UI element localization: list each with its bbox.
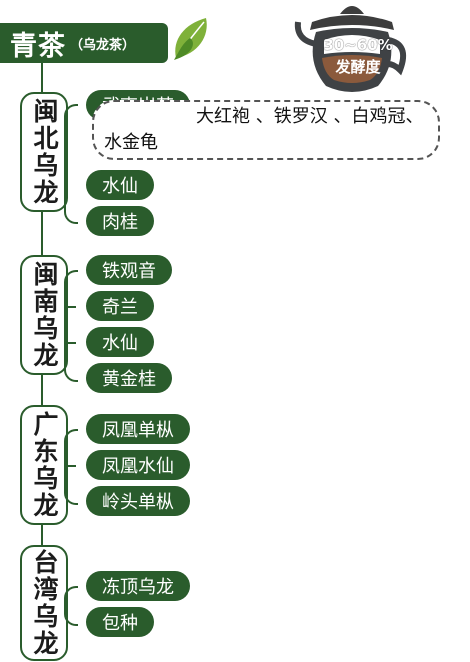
item-baozhong[interactable]: 包种	[86, 607, 154, 637]
item-tieguanyin[interactable]: 铁观音	[86, 255, 172, 285]
item-shuixian[interactable]: 水仙	[86, 170, 154, 200]
region-label: 广东乌龙	[30, 411, 59, 519]
region-minnan: 闽南乌龙	[20, 255, 68, 375]
item-huangjingui[interactable]: 黄金桂	[86, 363, 172, 393]
note-text: 大红袍 、铁罗汉 、白鸡冠、水金龟	[104, 106, 424, 153]
region-label: 台湾乌龙	[30, 549, 59, 657]
tick	[64, 342, 76, 344]
tick	[64, 465, 76, 467]
item-lingtou-dancong[interactable]: 岭头单枞	[86, 486, 190, 516]
region-label: 闽北乌龙	[30, 98, 59, 206]
region-label: 闽南乌龙	[30, 261, 59, 369]
item-shuixian-minnan[interactable]: 水仙	[86, 327, 154, 357]
item-rougui[interactable]: 肉桂	[86, 206, 154, 236]
region-minbei: 闽北乌龙	[20, 92, 68, 212]
bracket-guangdong	[64, 429, 78, 505]
note-box	[92, 100, 440, 160]
bracket-taiwan	[64, 586, 78, 626]
region-guangdong: 广东乌龙	[20, 405, 68, 525]
item-dongding-wulong[interactable]: 冻顶乌龙	[86, 571, 190, 601]
item-fenghuang-dancong[interactable]: 凤凰单枞	[86, 414, 190, 444]
tea-leaf-icon	[174, 18, 207, 60]
bracket-minbei	[64, 104, 78, 224]
page-title: 青茶 （乌龙茶）	[0, 23, 168, 63]
fermentation-label: 发酵度	[335, 58, 381, 76]
bracket-minnan	[64, 270, 78, 382]
item-fenghuang-shuixian[interactable]: 凤凰水仙	[86, 450, 190, 480]
teapot-icon	[294, 6, 406, 92]
fermentation-percent: 30~60%	[323, 36, 393, 54]
tick	[64, 306, 76, 308]
title-main: 青茶	[10, 30, 66, 62]
region-taiwan: 台湾乌龙	[20, 545, 68, 661]
item-qilan[interactable]: 奇兰	[86, 291, 154, 321]
title-sub: （乌龙茶）	[70, 37, 136, 53]
